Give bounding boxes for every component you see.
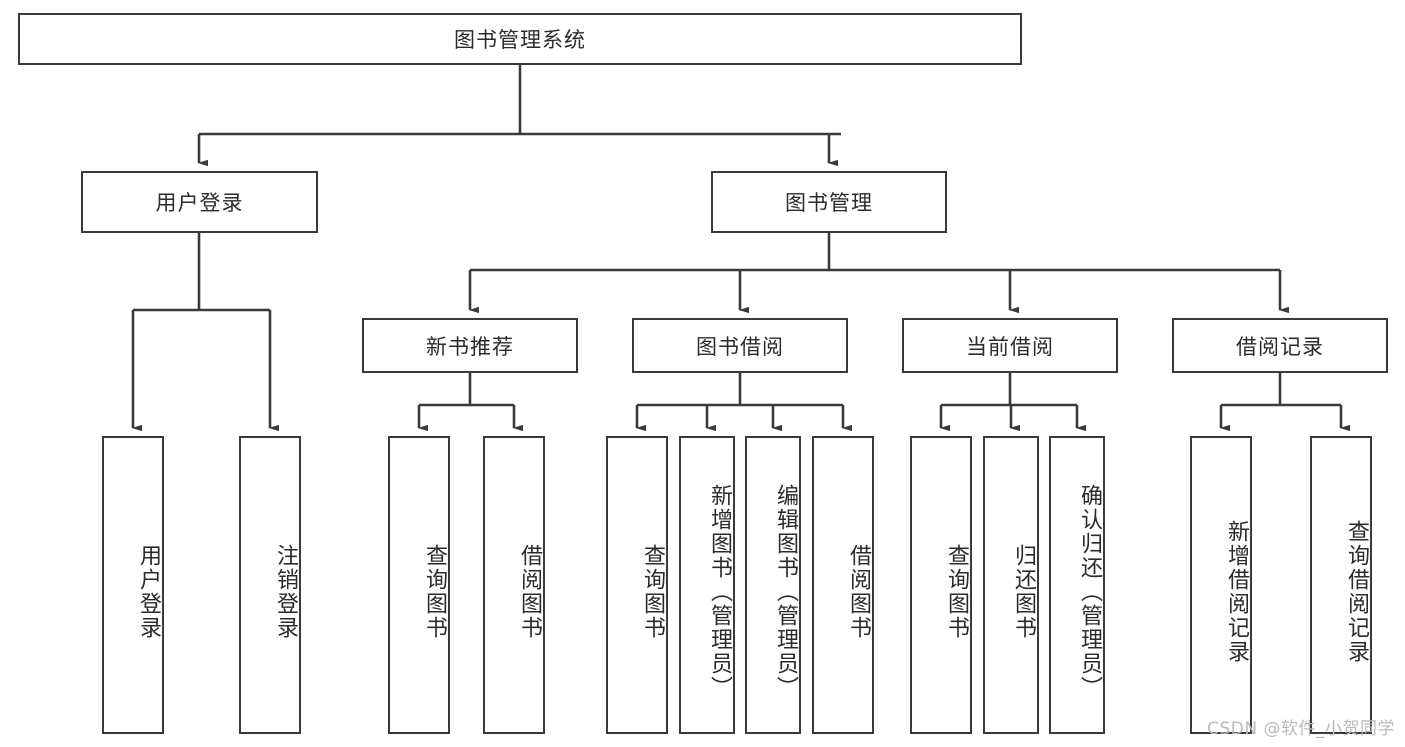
leaf-return-book[interactable]: 归还图书: [983, 436, 1039, 734]
leaf-logout[interactable]: 注销登录: [239, 436, 301, 734]
node-book-management[interactable]: 图书管理: [711, 171, 947, 233]
node-new-book-recommend[interactable]: 新书推荐: [362, 318, 578, 373]
leaf-edit-book-admin[interactable]: 编辑图书（管理员）: [745, 436, 801, 734]
node-user-login[interactable]: 用户登录: [81, 171, 318, 233]
leaf-query-book-borrow[interactable]: 查询图书: [606, 436, 668, 734]
node-label: 新增图书（管理员）: [707, 484, 732, 700]
node-label: 图书管理: [785, 191, 873, 215]
leaf-borrow-book[interactable]: 借阅图书: [812, 436, 874, 734]
node-label: 查询借阅记录: [1344, 520, 1369, 664]
node-label: 注销登录: [273, 544, 298, 640]
node-label: 查询图书: [640, 544, 665, 640]
node-label: 借阅图书: [846, 544, 871, 640]
node-label: 用户登录: [136, 544, 161, 640]
leaf-add-book-admin[interactable]: 新增图书（管理员）: [679, 436, 735, 734]
node-borrow-records[interactable]: 借阅记录: [1172, 318, 1388, 373]
node-label: 查询图书: [422, 544, 447, 640]
node-label: 新书推荐: [426, 334, 514, 359]
node-book-borrow[interactable]: 图书借阅: [632, 318, 848, 373]
node-label: 编辑图书（管理员）: [773, 484, 798, 700]
node-label: 归还图书: [1011, 544, 1036, 640]
node-root[interactable]: 图书管理系统: [18, 13, 1022, 65]
leaf-query-book-recommend[interactable]: 查询图书: [388, 436, 450, 734]
node-label: 借阅记录: [1236, 334, 1324, 359]
node-label: 借阅图书: [517, 544, 542, 640]
leaf-borrow-book-recommend[interactable]: 借阅图书: [483, 436, 545, 734]
node-label: 图书管理系统: [454, 28, 586, 52]
leaf-query-book-current[interactable]: 查询图书: [910, 436, 972, 734]
leaf-query-borrow-record[interactable]: 查询借阅记录: [1310, 436, 1372, 734]
node-label: 查询图书: [944, 544, 969, 640]
leaf-confirm-return-admin[interactable]: 确认归还（管理员）: [1049, 436, 1105, 734]
csdn-watermark: CSDN @软件_小贺同学: [1207, 719, 1395, 739]
leaf-add-borrow-record[interactable]: 新增借阅记录: [1190, 436, 1252, 734]
node-label: 当前借阅: [966, 334, 1054, 359]
node-label: 图书借阅: [696, 334, 784, 359]
node-label: 用户登录: [155, 191, 244, 215]
node-label: 确认归还（管理员）: [1077, 484, 1102, 700]
leaf-user-login[interactable]: 用户登录: [102, 436, 164, 734]
node-current-borrow[interactable]: 当前借阅: [902, 318, 1118, 373]
node-label: 新增借阅记录: [1224, 520, 1249, 664]
